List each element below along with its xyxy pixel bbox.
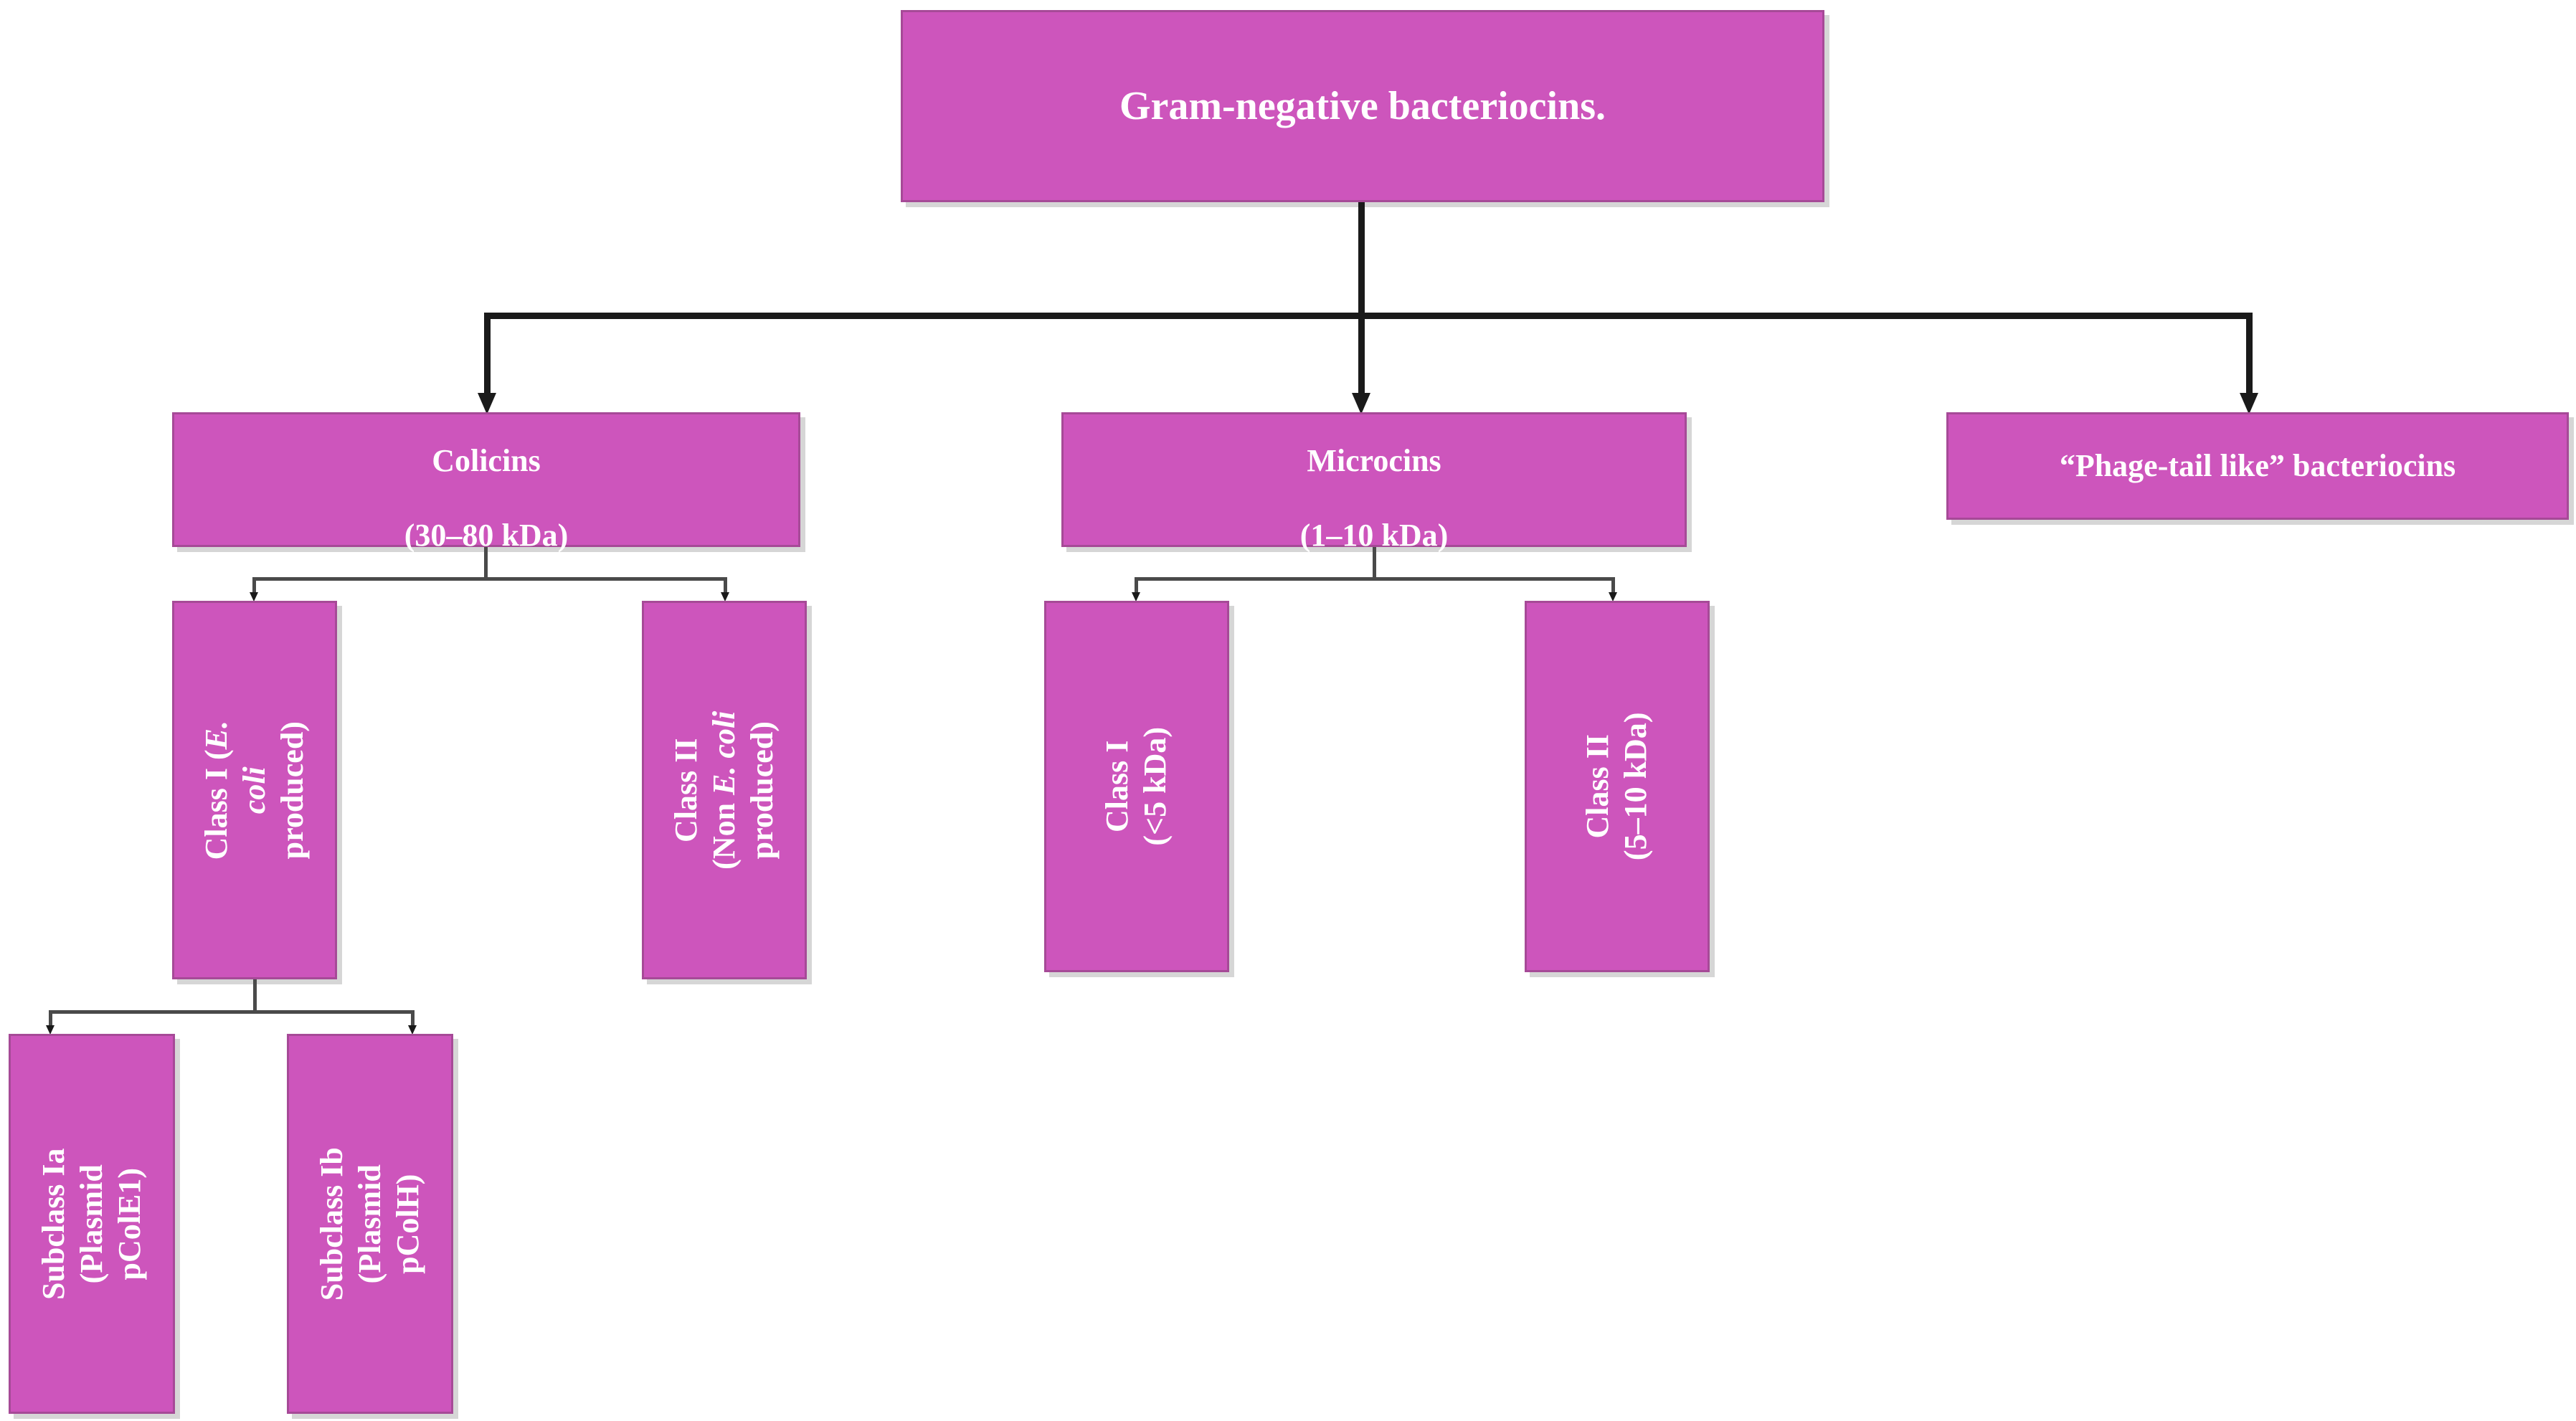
- arrow-to-colicin-class-2: [721, 592, 729, 602]
- node-subclass-ia-label: Subclass Ia (Plasmid pColE1): [35, 1148, 147, 1300]
- arrow-to-subclass-ib: [408, 1025, 417, 1035]
- connector-colicins-stem: [484, 547, 488, 579]
- connector-root-stem: [1358, 202, 1365, 317]
- arrow-to-phage-tail: [2240, 393, 2258, 414]
- connector-branch-phage-tail: [2246, 313, 2253, 399]
- connector-microcins-left-drop: [1135, 577, 1138, 596]
- node-microcin-class-1: Class I (<5 kDa): [1044, 601, 1229, 972]
- connector-subclass-stem: [253, 979, 257, 1012]
- node-microcin-class-2-label: Class II (5–10 kDa): [1580, 712, 1653, 861]
- connector-subclass-right-drop: [411, 1010, 415, 1029]
- connector-subclass-bus: [49, 1010, 415, 1014]
- arrow-to-microcin-class-2: [1609, 592, 1617, 602]
- connector-colicins-right-drop: [724, 577, 727, 596]
- arrow-to-subclass-ia: [46, 1025, 55, 1035]
- connector-subclass-left-drop: [49, 1010, 52, 1029]
- arrow-to-microcin-class-1: [1132, 592, 1140, 602]
- connector-microcins-stem: [1373, 547, 1376, 579]
- connector-root-bus: [484, 313, 2253, 319]
- arrow-to-colicin-class-1: [250, 592, 258, 602]
- connector-branch-microcins: [1358, 313, 1365, 399]
- node-phage-tail-label: “Phage-tail like” bacteriocins: [2059, 448, 2456, 484]
- arrow-to-microcins: [1352, 393, 1370, 414]
- connector-microcins-right-drop: [1611, 577, 1615, 596]
- node-microcins-label: Microcins (1–10 kDa): [1299, 443, 1449, 553]
- connector-branch-colicins: [484, 313, 491, 399]
- connector-microcins-bus: [1135, 577, 1615, 581]
- node-phage-tail: “Phage-tail like” bacteriocins: [1946, 412, 2569, 520]
- node-root-label: Gram-negative bacteriocins.: [1119, 83, 1606, 128]
- node-microcins: Microcins (1–10 kDa): [1061, 412, 1687, 553]
- connector-colicins-left-drop: [252, 577, 256, 596]
- node-microcin-class-1-label: Class I (<5 kDa): [1099, 727, 1173, 846]
- node-subclass-ia: Subclass Ia (Plasmid pColE1): [9, 1034, 175, 1414]
- node-subclass-ib-label: Subclass Ib (Plasmid pColH): [313, 1146, 425, 1301]
- node-colicins-label: Colicins (30–80 kDa): [404, 443, 569, 553]
- connector-colicins-bus: [252, 577, 727, 581]
- node-colicins: Colicins (30–80 kDa): [172, 412, 800, 553]
- node-microcin-class-2: Class II (5–10 kDa): [1525, 601, 1710, 972]
- node-subclass-ib: Subclass Ib (Plasmid pColH): [287, 1034, 453, 1414]
- node-root: Gram-negative bacteriocins.: [901, 10, 1824, 202]
- arrow-to-colicins: [478, 393, 496, 414]
